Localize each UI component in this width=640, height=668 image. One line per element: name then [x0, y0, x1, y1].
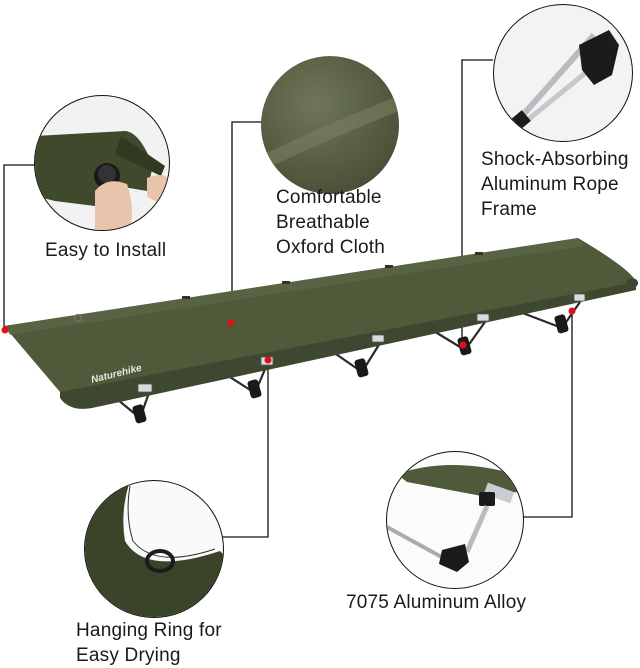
cot-hanging-ring — [73, 313, 83, 323]
frame-clips — [137, 293, 586, 393]
cot-fabric — [4, 238, 636, 405]
top-tabs — [182, 252, 483, 299]
camping-cot-image: Naturehike — [1, 238, 638, 424]
hanging-ring-label: Hanging Ring for Easy Drying — [76, 620, 222, 666]
oxford-cloth-label: Comfortable Breathable Oxford Cloth — [276, 187, 386, 258]
hanging-ring-detail-image — [84, 480, 224, 618]
easy-install-detail-image — [34, 95, 170, 231]
oxford-cloth-detail-image — [261, 56, 399, 194]
red-markers — [1, 307, 576, 364]
aluminum-alloy-label: 7075 Aluminum Alloy — [346, 592, 527, 613]
rope-frame-detail-image — [493, 4, 633, 142]
easy-install-label: Easy to Install — [45, 240, 167, 261]
aluminum-alloy-detail-image — [386, 451, 524, 589]
rope-frame-label: Shock-Absorbing Aluminum Rope Frame — [481, 149, 629, 220]
